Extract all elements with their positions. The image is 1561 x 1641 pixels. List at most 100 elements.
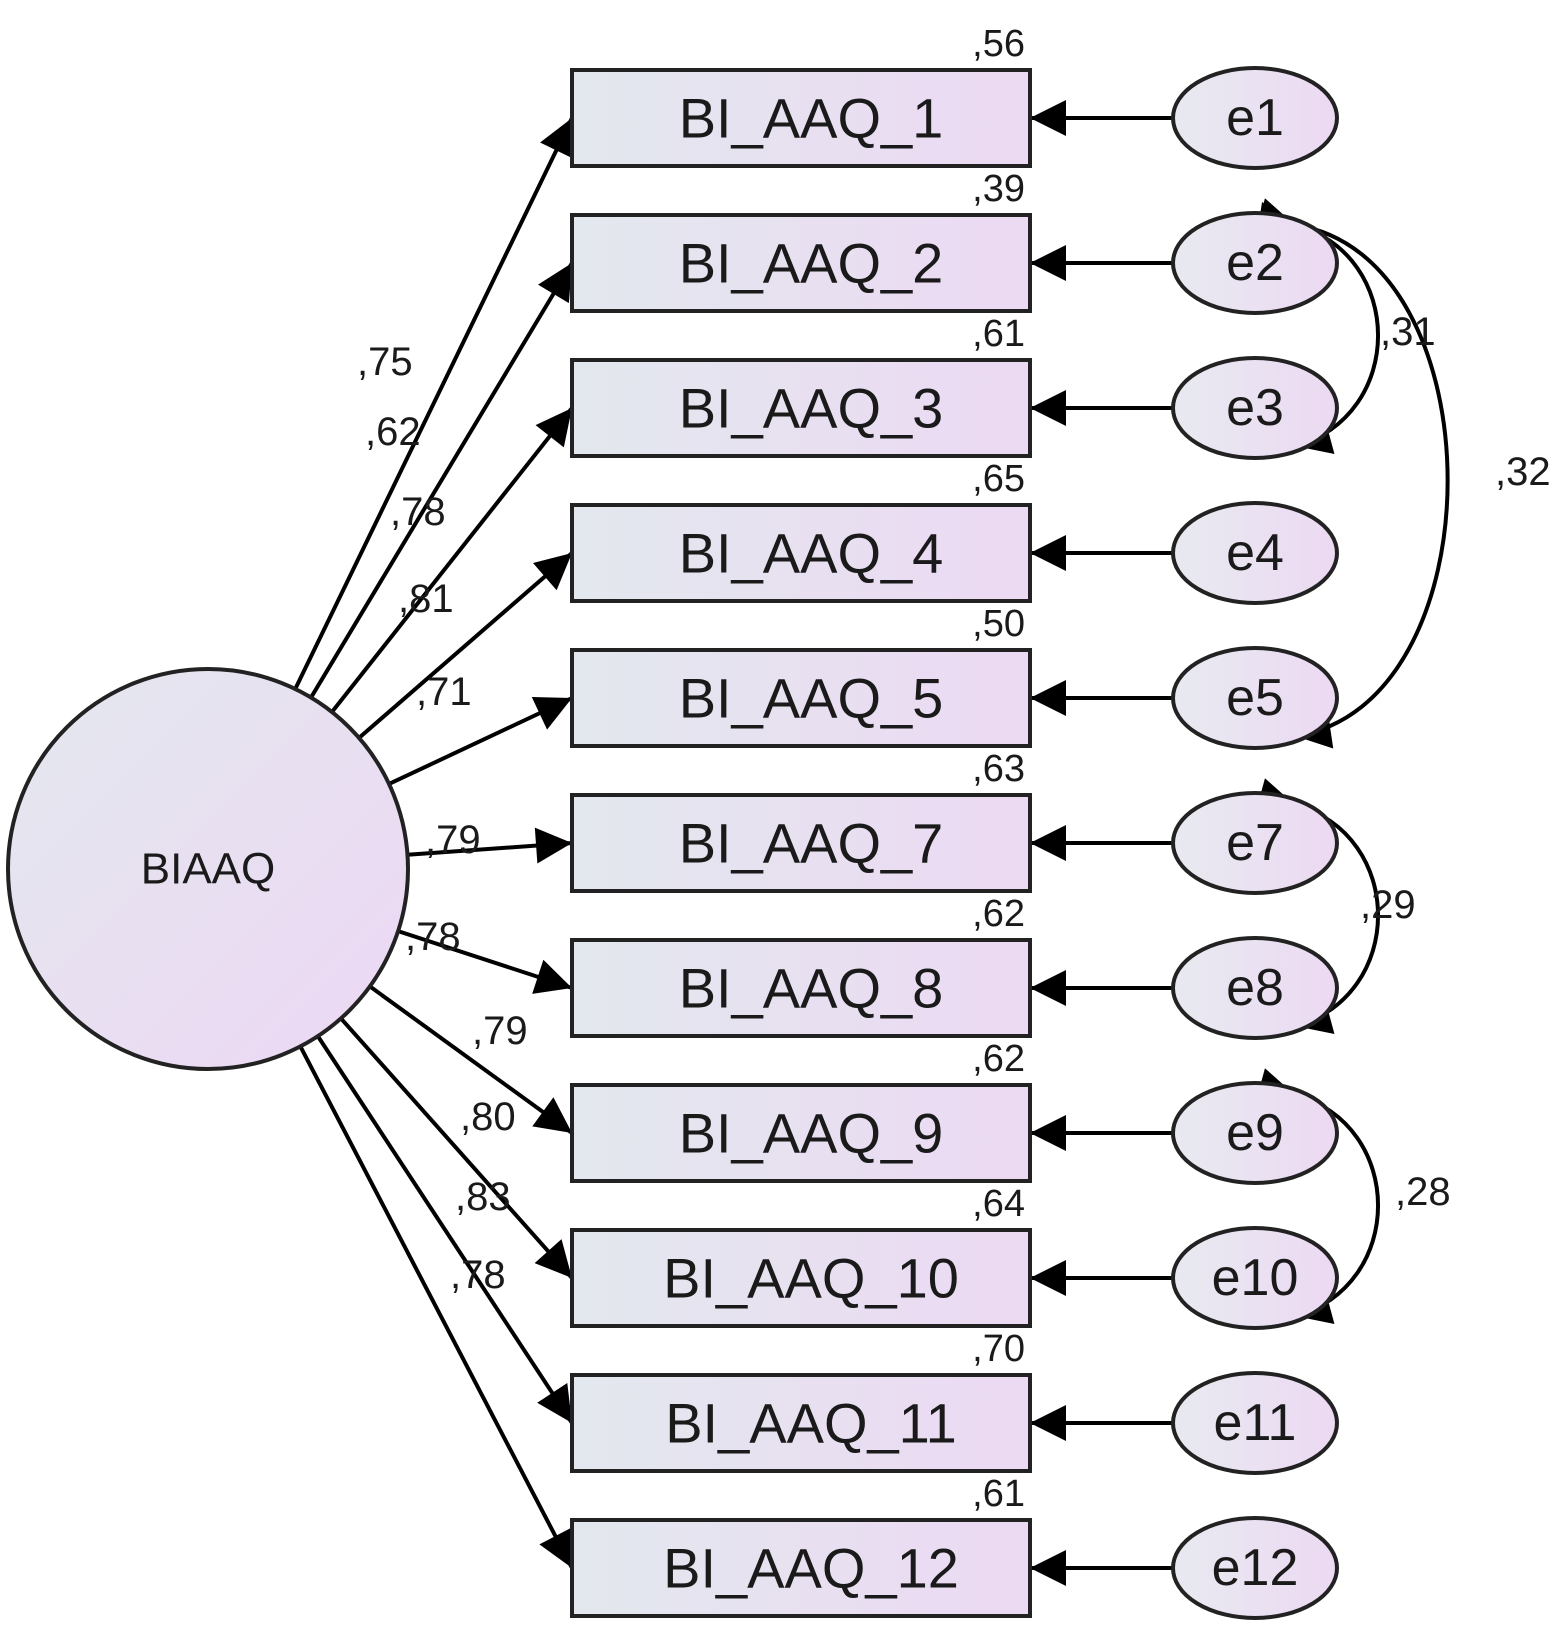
indicator-node: BI_AAQ_4	[570, 503, 1032, 603]
error-label: e4	[1226, 524, 1284, 582]
indicator-node: BI_AAQ_5	[570, 648, 1032, 748]
indicator-label: BI_AAQ_8	[679, 957, 944, 1020]
error-node: e12	[1171, 1516, 1339, 1620]
indicator-node: BI_AAQ_7	[570, 793, 1032, 893]
latent-label: BIAAQ	[141, 845, 276, 894]
indicator-label: BI_AAQ_2	[679, 232, 944, 295]
r-squared-label: ,50	[972, 603, 1025, 645]
r-squared-label: ,64	[972, 1183, 1025, 1225]
indicator-box	[570, 503, 1032, 603]
indicator-node: BI_AAQ_12	[570, 1518, 1032, 1618]
covariance-label: ,29	[1360, 883, 1416, 927]
loading-label: ,79	[472, 1009, 528, 1053]
indicator-label: BI_AAQ_1	[679, 87, 944, 150]
r-squared-label: ,65	[972, 458, 1025, 500]
error-label: e1	[1226, 89, 1284, 147]
indicator-node: BI_AAQ_11	[570, 1373, 1032, 1473]
error-ellipse	[1171, 211, 1339, 315]
indicator-node: BI_AAQ_3	[570, 358, 1032, 458]
error-label: e8	[1226, 959, 1284, 1017]
indicator-box	[570, 358, 1032, 458]
indicator-label: BI_AAQ_10	[663, 1247, 959, 1310]
loading-path	[316, 1035, 574, 1425]
r-squared-label: ,56	[972, 23, 1025, 65]
error-ellipse	[1171, 501, 1339, 605]
error-node: e1	[1171, 66, 1339, 170]
loading-path	[309, 261, 574, 699]
paths-layer	[293, 100, 1173, 1586]
error-ellipse	[1171, 1081, 1339, 1185]
error-ellipse	[1171, 1226, 1339, 1330]
indicator-node: BI_AAQ_2	[570, 213, 1032, 313]
loading-label: ,78	[390, 490, 446, 534]
indicator-label: BI_AAQ_5	[679, 667, 944, 730]
covariance-label: ,31	[1380, 310, 1436, 354]
indicator-label: BI_AAQ_7	[679, 812, 944, 875]
error-node: e2	[1171, 211, 1339, 315]
error-ellipse	[1171, 1371, 1339, 1475]
indicator-node: BI_AAQ_10	[570, 1228, 1032, 1328]
indicator-box	[570, 213, 1032, 313]
loading-path	[293, 117, 574, 690]
loading-label: ,62	[365, 410, 421, 454]
error-label: e10	[1212, 1249, 1299, 1307]
loading-path	[368, 984, 574, 1135]
r-squared-label: ,70	[972, 1328, 1025, 1370]
r-squared-label: ,62	[972, 893, 1025, 935]
indicator-label: BI_AAQ_3	[679, 377, 944, 440]
loading-path	[407, 827, 573, 864]
loading-label: ,79	[425, 818, 481, 862]
error-node: e5	[1171, 646, 1339, 750]
error-label: e11	[1214, 1394, 1297, 1452]
covariance-label: ,28	[1395, 1170, 1451, 1214]
r-squared-label: ,61	[972, 1473, 1025, 1515]
indicator-box	[570, 1083, 1032, 1183]
indicator-box	[570, 793, 1032, 893]
indicator-node: BI_AAQ_1	[570, 68, 1032, 168]
error-label: e3	[1226, 379, 1284, 437]
error-label: e2	[1226, 234, 1284, 292]
covariance-arc	[1256, 201, 1450, 749]
error-ellipse	[1171, 1516, 1339, 1620]
loading-label: ,71	[416, 670, 472, 714]
indicator-box	[570, 648, 1032, 748]
loading-path	[330, 406, 574, 714]
loading-label: ,80	[460, 1095, 516, 1139]
latent-circle	[6, 667, 410, 1071]
loading-path	[298, 1045, 574, 1569]
error-node: e8	[1171, 936, 1339, 1040]
indicator-node: BI_AAQ_9	[570, 1083, 1032, 1183]
loading-label: ,78	[450, 1253, 506, 1297]
covariances-layer	[1255, 198, 1450, 1324]
indicator-label: BI_AAQ_11	[665, 1392, 957, 1455]
error-node: e4	[1171, 501, 1339, 605]
loading-path	[388, 696, 573, 786]
error-ellipse	[1171, 356, 1339, 460]
covariance-arc	[1255, 778, 1381, 1034]
error-node: e3	[1171, 356, 1339, 460]
covariance-label: ,32	[1495, 450, 1551, 494]
indicator-label: BI_AAQ_4	[679, 522, 944, 585]
loading-label: ,83	[455, 1175, 511, 1219]
loading-path	[397, 929, 573, 994]
r-squared-label: ,61	[972, 313, 1025, 355]
error-label: e5	[1226, 669, 1284, 727]
loading-label: ,78	[405, 915, 461, 959]
indicator-label: BI_AAQ_9	[679, 1102, 944, 1165]
indicator-box	[570, 1373, 1032, 1473]
indicator-label: BI_AAQ_12	[663, 1537, 959, 1600]
error-label: e12	[1212, 1539, 1299, 1597]
loading-label: ,81	[398, 577, 454, 621]
covariance-arc	[1255, 1068, 1381, 1324]
error-node: e7	[1171, 791, 1339, 895]
error-ellipse	[1171, 646, 1339, 750]
indicator-box	[570, 1518, 1032, 1618]
error-node: e9	[1171, 1081, 1339, 1185]
error-node: e10	[1171, 1226, 1339, 1330]
r-squared-label: ,63	[972, 748, 1025, 790]
loading-path	[339, 1017, 574, 1280]
error-node: e11	[1171, 1371, 1339, 1475]
error-ellipse	[1171, 791, 1339, 895]
